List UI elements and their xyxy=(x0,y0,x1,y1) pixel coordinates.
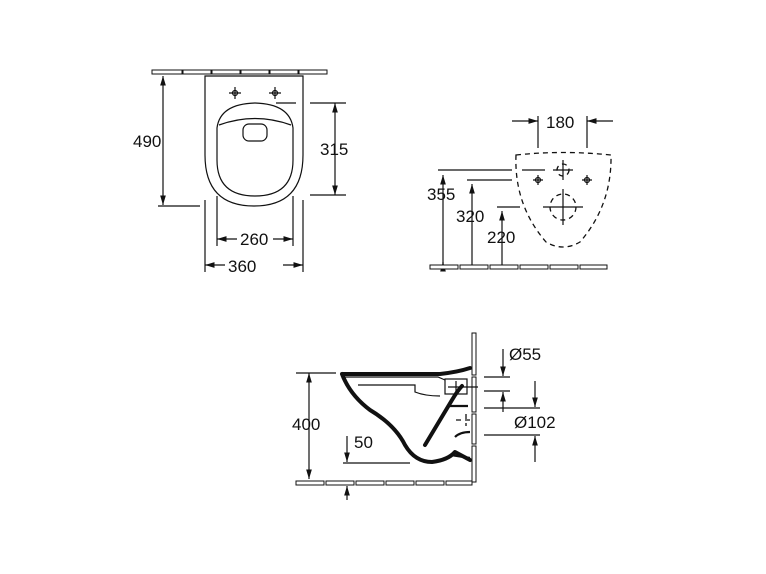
fixing-cross-icon xyxy=(229,87,241,99)
dim-height-upper: 355 xyxy=(427,185,455,204)
dim-inlet-diameter: Ø55 xyxy=(509,345,541,364)
inlet-cross-icon xyxy=(553,160,573,180)
rear-view: 180 355 320 220 xyxy=(427,113,613,272)
bowl-dashed-outline xyxy=(515,151,612,248)
bowl-profile xyxy=(340,366,472,464)
dim-height-lower: 220 xyxy=(487,228,515,247)
lid-hinge xyxy=(242,123,268,142)
side-view: 400 50 Ø55 Ø102 xyxy=(292,332,556,500)
floor-strip xyxy=(429,264,608,270)
dim-width: 360 xyxy=(228,257,256,276)
fixing-cross-icon xyxy=(269,87,281,99)
seat-outline xyxy=(216,102,294,197)
dim-fixing-spacing: 180 xyxy=(546,113,574,132)
top-view: 490 315 260 360 xyxy=(133,69,348,276)
dim-seat-length: 315 xyxy=(320,140,348,159)
fixing-cross-icon xyxy=(533,175,543,185)
dim-depth: 490 xyxy=(133,132,161,151)
floor-strip xyxy=(295,480,473,486)
dim-height-middle: 320 xyxy=(456,207,484,226)
fixing-cross-icon xyxy=(582,175,592,185)
dim-seat-width: 260 xyxy=(240,230,268,249)
wall-strip xyxy=(151,69,328,75)
dim-rim-height: 400 xyxy=(292,415,320,434)
dim-outlet-diameter: Ø102 xyxy=(514,413,556,432)
wall xyxy=(471,332,477,483)
bowl-outline xyxy=(204,75,304,207)
dim-water-depth: 50 xyxy=(354,433,373,452)
outlet-cross-icon xyxy=(543,189,583,225)
